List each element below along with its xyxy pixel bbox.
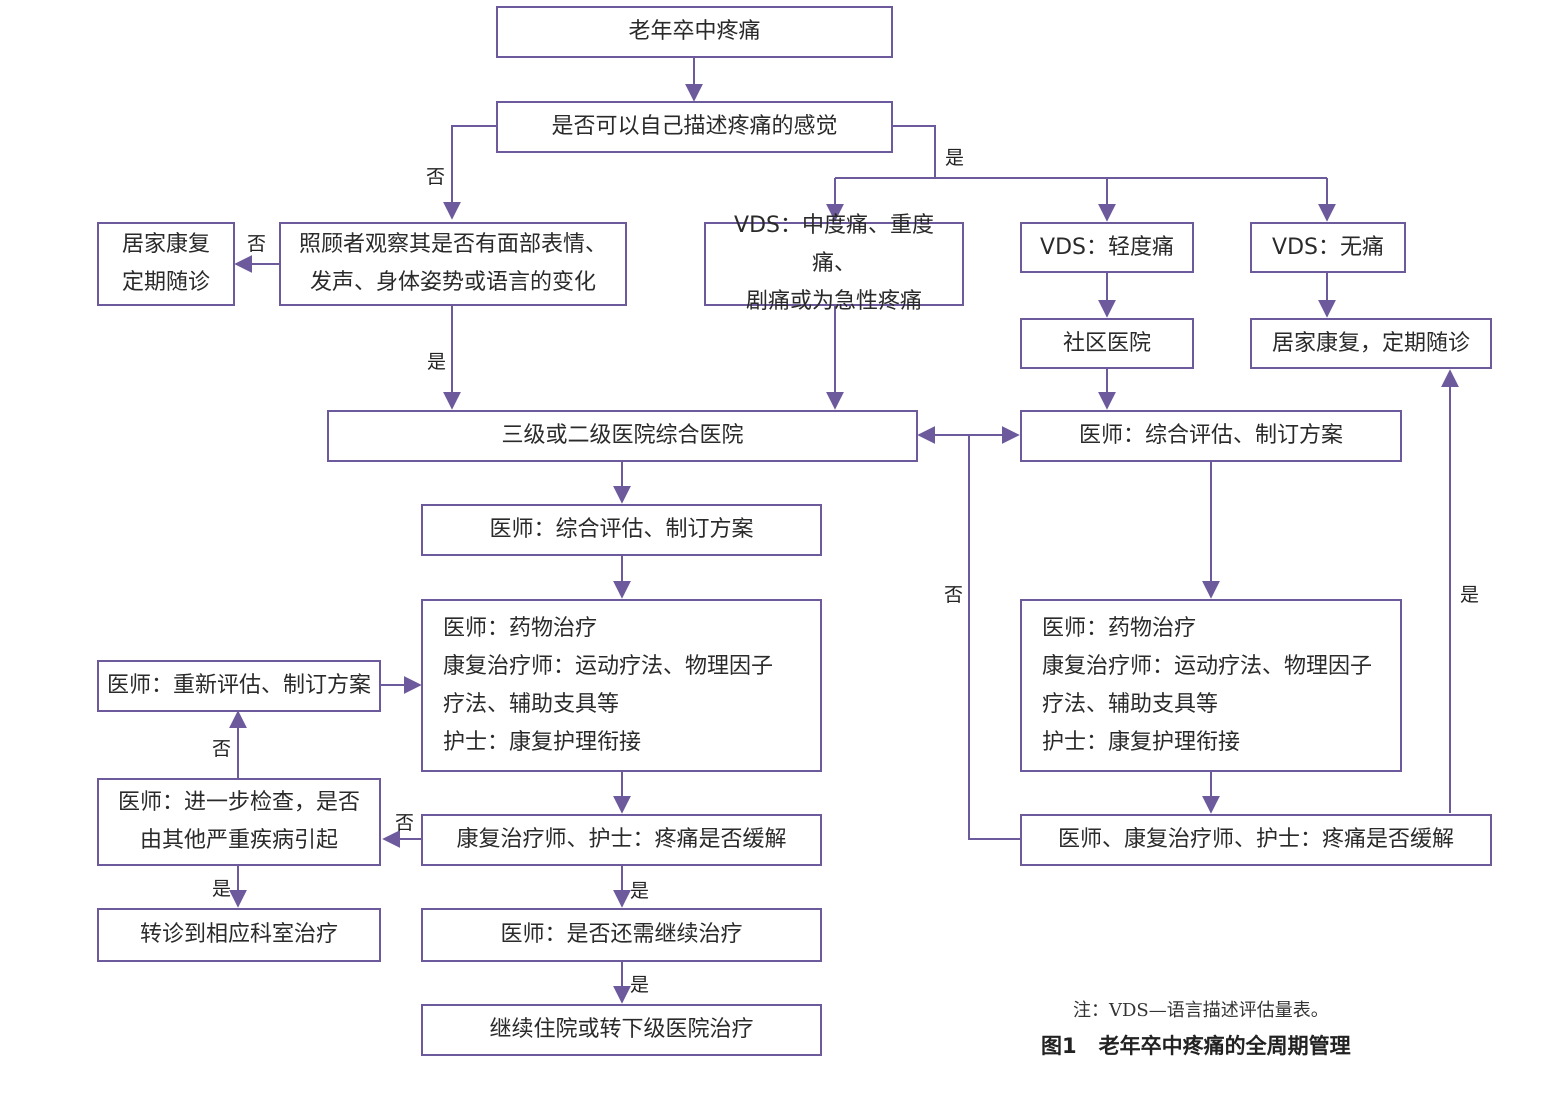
arrow-question-no-to-caregiver [443,125,496,220]
treatment-left-line: 护士：康复护理衔接 [443,729,642,755]
edge-label-yes: 是 [427,351,447,373]
treatment-right-line: 康复治疗师：运动疗法、物理因子 [1042,653,1373,679]
edge-label-no: 否 [212,738,232,760]
node-question-describe: 是否可以自己描述疼痛的感觉 [496,101,893,153]
edge-label-yes: 是 [212,878,232,900]
node-doctor-reassess-text: 医师：重新评估、制订方案 [107,673,372,698]
node-treatment-right: 医师：药物治疗 康复治疗师：运动疗法、物理因子 疗法、辅助支具等 护士：康复护理… [1020,599,1402,772]
treatment-left-line: 疗法、辅助支具等 [443,691,620,717]
edge-label-no: 否 [395,812,415,834]
node-pain-relief-right-text: 医师、康复治疗师、护士：疼痛是否缓解 [1057,827,1454,852]
node-question-describe-text: 是否可以自己描述疼痛的感觉 [551,114,838,139]
node-vds-mild-text: VDS：轻度痛 [1040,234,1174,260]
node-vds-mild: VDS：轻度痛 [1020,222,1194,273]
connector-relief-right-no [968,435,1020,840]
node-continue-hospital-text: 继续住院或转下级医院治疗 [489,1017,754,1042]
node-caregiver-observe: 照顾者观察其是否有面部表情、发声、身体姿势或语言的变化 [279,222,627,306]
node-home-rehab-right-text: 居家康复，定期随诊 [1271,330,1470,356]
edge-label-yes: 是 [1460,584,1480,606]
node-vds-severe-line: VDS：中度痛、重度痛、 [734,213,934,276]
node-doctor-further-exam: 医师：进一步检查，是否由其他严重疾病引起 [97,778,381,866]
node-vds-severe-line: 剧痛或为急性疼痛 [745,289,922,314]
node-pain-relief-left-text: 康复治疗师、护士：疼痛是否缓解 [456,827,787,852]
edge-label-yes: 是 [945,147,965,169]
treatment-left-line: 医师：药物治疗 [443,615,598,641]
node-pain-relief-left: 康复治疗师、护士：疼痛是否缓解 [421,814,822,866]
figure-title: 老年卒中疼痛的全周期管理 [1098,1034,1351,1058]
node-caregiver-observe-line: 照顾者观察其是否有面部表情、 [298,232,607,257]
node-home-rehab-left-line: 居家康复 [121,232,210,257]
node-community-hospital: 社区医院 [1020,318,1194,369]
node-doctor-reassess: 医师：重新评估、制订方案 [97,660,381,712]
node-continue-treatment-question-text: 医师：是否还需继续治疗 [500,922,743,947]
node-start-text: 老年卒中疼痛 [628,19,761,44]
treatment-left-line: 康复治疗师：运动疗法、物理因子 [443,653,774,679]
edge-label-no: 否 [944,584,964,606]
node-continue-hospital: 继续住院或转下级医院治疗 [421,1004,822,1056]
node-home-rehab-right: 居家康复，定期随诊 [1250,318,1492,369]
node-vds-none: VDS：无痛 [1250,222,1406,273]
node-doctor-assess-right-text: 医师：综合评估、制订方案 [1078,423,1343,448]
node-continue-treatment-question: 医师：是否还需继续治疗 [421,908,822,962]
node-vds-none-text: VDS：无痛 [1272,234,1384,260]
node-home-rehab-left: 居家康复定期随诊 [97,222,235,306]
figure-caption: 图1 老年卒中疼痛的全周期管理 [1041,1030,1351,1060]
edge-label-no: 否 [426,166,446,188]
node-treatment-left: 医师：药物治疗 康复治疗师：运动疗法、物理因子 疗法、辅助支具等 护士：康复护理… [421,599,822,772]
node-start: 老年卒中疼痛 [496,6,893,58]
edge-label-yes: 是 [630,974,650,996]
node-tertiary-hospital: 三级或二级医院综合医院 [327,410,918,462]
treatment-right-line: 疗法、辅助支具等 [1042,691,1219,717]
connector-question-yes [893,125,936,178]
treatment-right-line: 护士：康复护理衔接 [1042,729,1241,755]
footnote: 注：VDS—语言描述评估量表。 [1073,1000,1329,1021]
node-home-rehab-left-line: 定期随诊 [121,270,210,295]
node-referral-text: 转诊到相应科室治疗 [139,922,338,947]
node-pain-relief-right: 医师、康复治疗师、护士：疼痛是否缓解 [1020,814,1492,866]
node-further-exam-line: 医师：进一步检查，是否 [117,790,360,815]
node-vds-severe: VDS：中度痛、重度痛、剧痛或为急性疼痛 [704,213,964,314]
node-doctor-assess-left-text: 医师：综合评估、制订方案 [489,517,754,542]
node-doctor-assess-right: 医师：综合评估、制订方案 [1020,410,1402,462]
figure-number: 图1 [1041,1034,1077,1058]
edge-label-no: 否 [247,233,267,255]
treatment-right-line: 医师：药物治疗 [1042,615,1197,641]
node-referral: 转诊到相应科室治疗 [97,908,381,962]
node-tertiary-hospital-text: 三级或二级医院综合医院 [501,423,744,448]
node-community-hospital-text: 社区医院 [1062,330,1151,356]
node-doctor-assess-left: 医师：综合评估、制订方案 [421,504,822,556]
node-further-exam-line: 由其他严重疾病引起 [139,828,338,853]
edge-label-yes: 是 [630,880,650,902]
node-caregiver-observe-line: 发声、身体姿势或语言的变化 [309,270,596,295]
